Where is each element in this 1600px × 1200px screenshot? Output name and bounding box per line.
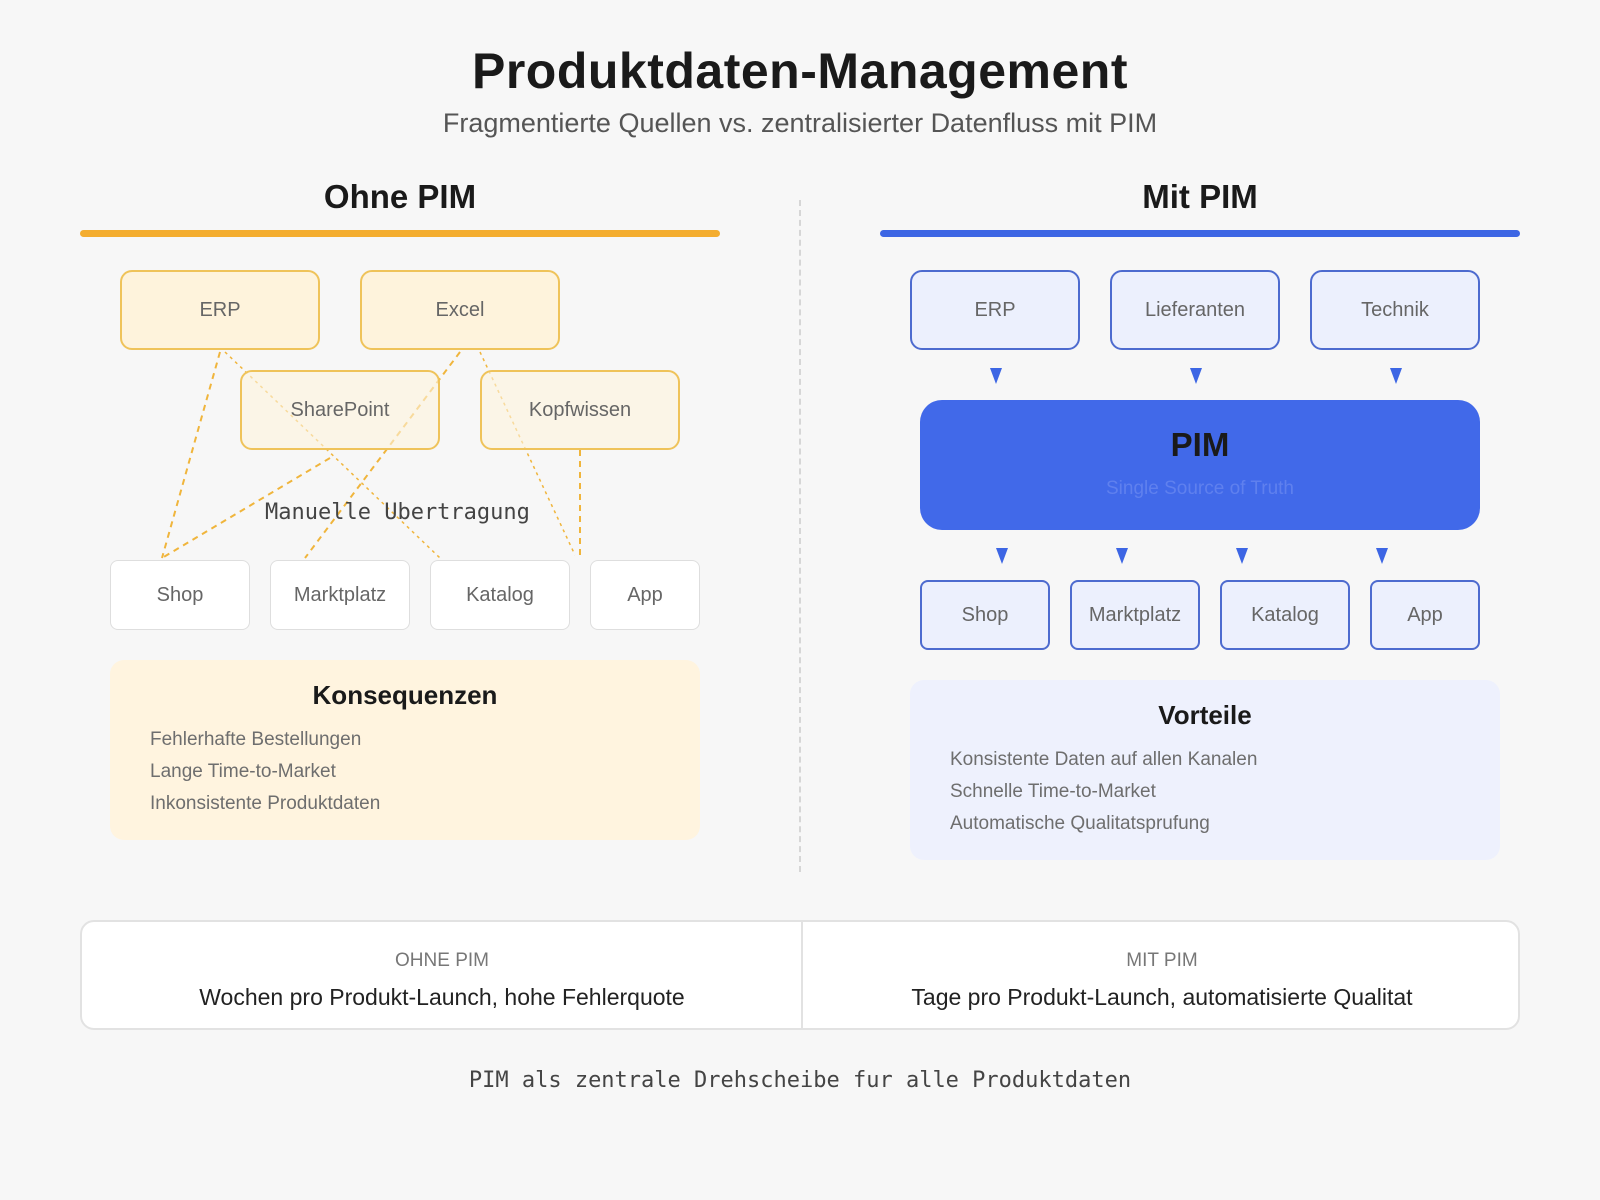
comparison-divider: [801, 922, 803, 1028]
arrow-pim-app: [1376, 548, 1388, 564]
arrow-pim-katalog: [1236, 548, 1248, 564]
benefits-list: Konsistente Daten auf allen Kanalen Schn…: [950, 744, 1257, 840]
left-channel-marktplatz: Marktplatz: [270, 560, 410, 630]
line-erp-shop: [161, 351, 221, 559]
left-source-sharepoint: SharePoint: [240, 370, 440, 450]
left-channel-shop: Shop: [110, 560, 250, 630]
arrow-erp-pim: [990, 368, 1002, 384]
consequences-title: Konsequenzen: [312, 680, 498, 710]
right-source-lieferanten: Lieferanten: [1110, 270, 1280, 350]
footer-caption: PIM als zentrale Drehscheibe fur alle Pr…: [468, 1068, 1132, 1093]
pim-hub-tagline: Single Source of Truth: [1106, 478, 1294, 499]
right-channel-app: App: [1370, 580, 1480, 650]
right-channel-katalog: Katalog: [1220, 580, 1350, 650]
comparison-left-heading: OHNE PIM: [395, 950, 489, 971]
left-source-excel: Excel: [360, 270, 560, 350]
benefits-title: Vorteile: [1158, 700, 1252, 730]
consequence-item: Lange Time-to-Market: [150, 761, 336, 782]
pim-hub: PIM Single Source of Truth: [920, 400, 1480, 530]
left-source-kopfwissen: Kopfwissen: [480, 370, 680, 450]
right-channel-marktplatz: Marktplatz: [1070, 580, 1200, 650]
comparison-right-text: Tage pro Produkt-Launch, automatisierte …: [911, 984, 1413, 1010]
arrow-technik-pim: [1390, 368, 1402, 384]
manual-transfer-label: Manuelle Ubertragung: [265, 500, 530, 525]
pim-flow-arrows: [990, 368, 1402, 564]
line-excel-marktplatz: [304, 351, 461, 559]
right-source-technik: Technik: [1310, 270, 1480, 350]
arrow-pim-shop: [996, 548, 1008, 564]
arrow-pim-marktplatz: [1116, 548, 1128, 564]
consequence-item: Fehlerhafte Bestellungen: [150, 729, 362, 750]
benefit-item: Automatische Qualitatsprufung: [950, 813, 1210, 834]
consequences-panel: Konsequenzen Fehlerhafte Bestellungen La…: [110, 660, 700, 840]
benefit-item: Konsistente Daten auf allen Kanalen: [950, 749, 1258, 770]
right-heading-underline: [880, 230, 1520, 237]
right-column-heading: Mit PIM: [1142, 178, 1258, 215]
benefit-item: Schnelle Time-to-Market: [950, 781, 1156, 802]
comparison-bar: OHNE PIM Wochen pro Produkt-Launch, hohe…: [80, 920, 1520, 1030]
benefits-panel: Vorteile Konsistente Daten auf allen Kan…: [910, 680, 1500, 860]
consequence-item: Inkonsistente Produktdaten: [150, 793, 381, 814]
column-divider: [799, 200, 801, 872]
left-heading-underline: [80, 230, 720, 237]
comparison-right-heading: MIT PIM: [1126, 950, 1198, 971]
left-source-erp: ERP: [120, 270, 320, 350]
consequences-list: Fehlerhafte Bestellungen Lange Time-to-M…: [150, 724, 380, 820]
arrow-lieferanten-pim: [1190, 368, 1202, 384]
left-channel-katalog: Katalog: [430, 560, 570, 630]
right-channel-shop: Shop: [920, 580, 1050, 650]
comparison-left-text: Wochen pro Produkt-Launch, hohe Fehlerqu…: [199, 984, 685, 1010]
pim-hub-label: PIM: [1170, 426, 1230, 463]
manual-transfer-lines: [161, 351, 581, 559]
page-title: Produktdaten-Management: [471, 43, 1128, 99]
page-subtitle: Fragmentierte Quellen vs. zentralisierte…: [442, 108, 1158, 138]
left-column-heading: Ohne PIM: [323, 178, 477, 215]
right-source-erp: ERP: [910, 270, 1080, 350]
left-channel-app: App: [590, 560, 700, 630]
